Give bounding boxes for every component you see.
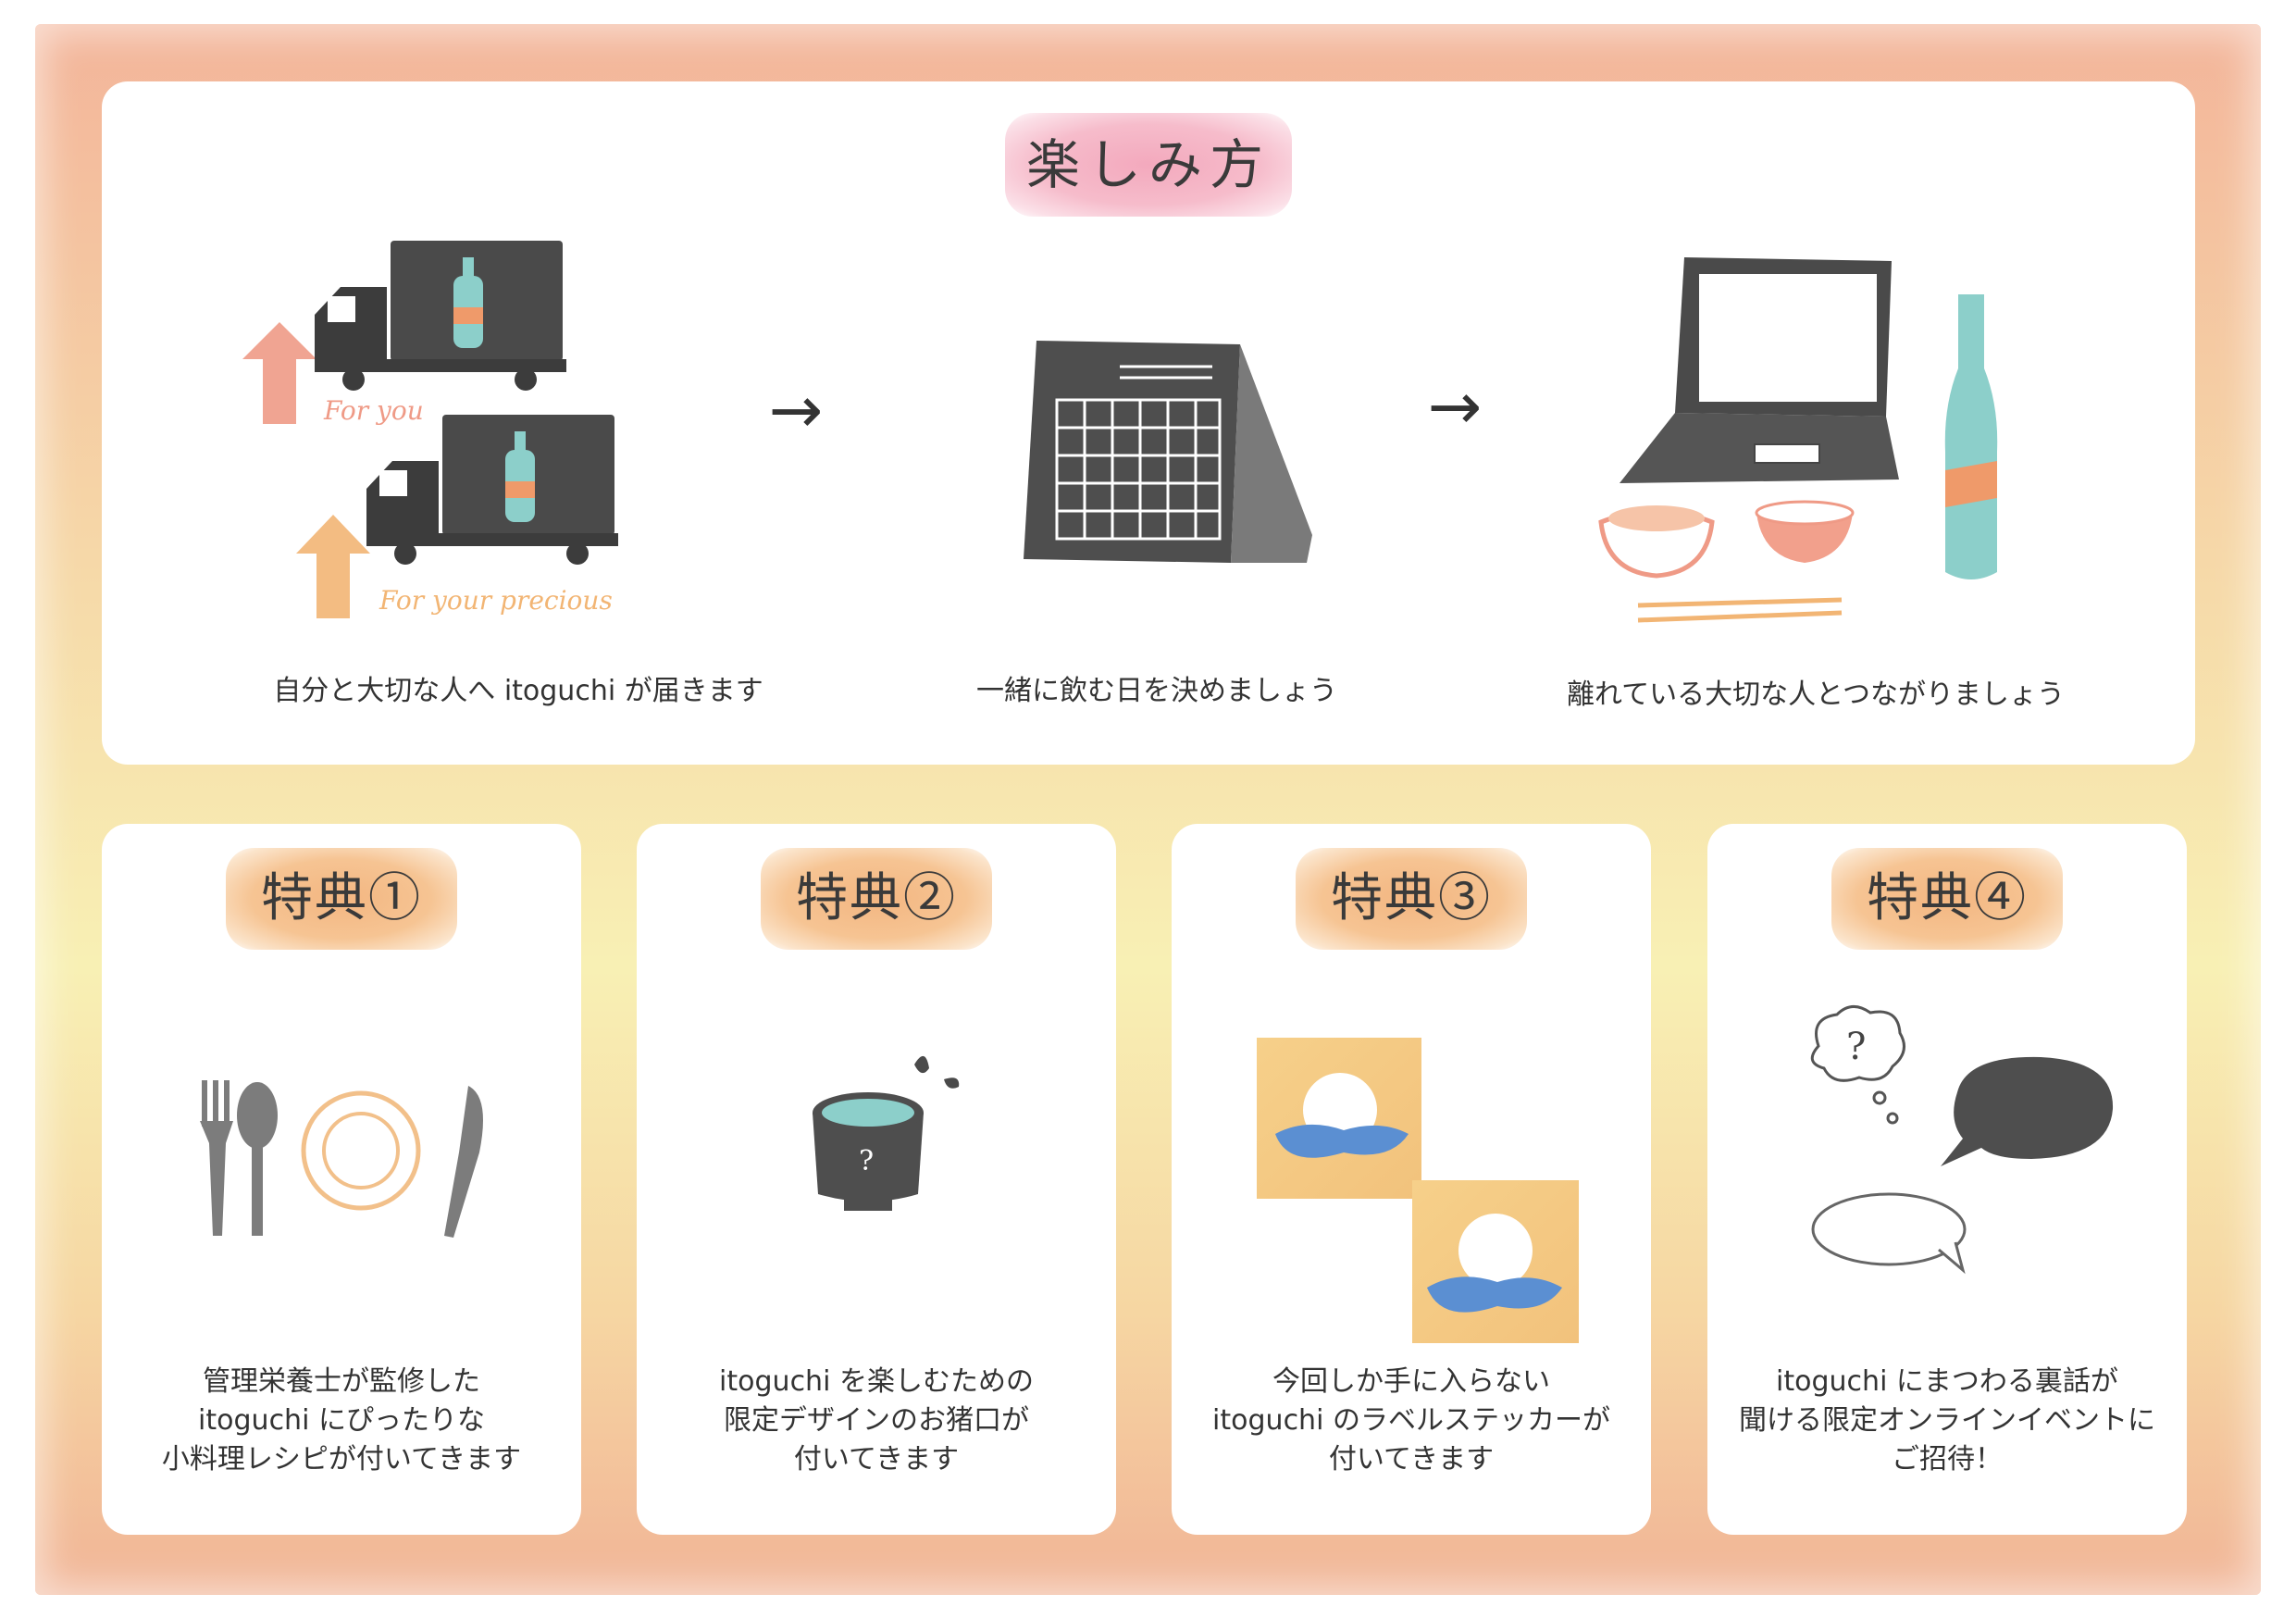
benefit-description: itoguchi を楽しむための 限定デザインのお猪口が 付いてきます — [719, 1363, 1034, 1479]
description-line: 限定デザインのお猪口が — [723, 1404, 1029, 1437]
arrow-up-icon — [296, 515, 370, 618]
benefit-description: itoguchi にまつわる裏話が 聞ける限定オンラインイベントに ご招待！ — [1739, 1363, 2155, 1479]
step3-caption: 離れている大切な人とつながりましょう — [1567, 679, 2065, 711]
speech-bubble-icon: ? — [1810, 1005, 2114, 1275]
label-for-your-precious: For your precious — [379, 585, 613, 616]
benefit-card-2: 特典② ? itoguchi を楽しむための 限定デザインのお猪口が 付いてきま… — [637, 824, 1116, 1535]
step-arrow: → — [768, 372, 824, 448]
description-line: itoguchi を楽しむための — [719, 1365, 1034, 1398]
step2-caption: 一緒に飲む日を決めましょう — [976, 675, 1337, 707]
description-line: 聞ける限定オンラインイベントに — [1739, 1404, 2155, 1437]
label-for-you: For you — [323, 395, 424, 426]
description-line: 小料理レシピが付いてきます — [161, 1443, 522, 1476]
benefit-title: 特典① — [226, 848, 457, 950]
benefit-card-3: 特典③ 今回しか手に入らない itoguchi のラベルステッカーが 付いてきま… — [1172, 824, 1651, 1535]
how-to-enjoy-panel: 楽しみ方 For you — [102, 81, 2195, 765]
benefit-title: 特典③ — [1296, 848, 1527, 950]
bottle-icon — [1944, 294, 1998, 579]
description-line: ご招待！ — [1892, 1443, 2003, 1476]
benefit-card-4: 特典④ ? itoguchi にまつわる裏話が 聞ける限定オンラインイベントに … — [1707, 824, 2187, 1535]
description-line: itoguchi にぴったりな — [198, 1404, 485, 1437]
bottle-icon — [505, 431, 535, 522]
benefit-title: 特典④ — [1831, 848, 2063, 950]
laptop-icon — [1620, 257, 1899, 483]
step3-illustration — [1598, 257, 1998, 623]
description-line: itoguchi のラベルステッカーが — [1212, 1404, 1610, 1437]
step1-caption: 自分と大切な人へ itoguchi が届きます — [273, 675, 763, 707]
step-arrow: → — [1427, 368, 1483, 444]
svg-text:?: ? — [859, 1145, 874, 1177]
cutlery-icon — [200, 1080, 483, 1238]
arrow-up-icon — [242, 322, 316, 424]
benefit-card-1: 特典① 管理栄養士が監修した itoguchi にぴったりな 小料理レシピが付い… — [102, 824, 581, 1535]
bowl-icon — [1598, 505, 1715, 579]
bowl-icon — [1755, 500, 1855, 563]
description-line: 今回しか手に入らない — [1272, 1365, 1550, 1398]
step2-illustration — [1024, 341, 1312, 563]
calendar-icon — [1024, 341, 1312, 563]
description-line: 付いてきます — [1328, 1443, 1495, 1476]
truck-icon — [366, 415, 618, 565]
sake-cup-icon: ? — [813, 1055, 960, 1211]
sticker-icon — [1257, 1038, 1579, 1343]
bottle-icon — [453, 257, 483, 348]
description-line: 管理栄養士が監修した — [202, 1365, 480, 1398]
benefit-description: 今回しか手に入らない itoguchi のラベルステッカーが 付いてきます — [1212, 1363, 1610, 1479]
benefit-description: 管理栄養士が監修した itoguchi にぴったりな 小料理レシピが付いてきます — [162, 1363, 521, 1479]
section-title: 楽しみ方 — [1005, 113, 1292, 217]
description-line: 付いてきます — [793, 1443, 960, 1476]
truck-icon — [315, 241, 566, 391]
step1-illustration: For you For your precious — [242, 241, 618, 618]
benefit-title: 特典② — [761, 848, 992, 950]
svg-text:?: ? — [1846, 1026, 1866, 1068]
description-line: itoguchi にまつわる裏話が — [1776, 1365, 2118, 1398]
